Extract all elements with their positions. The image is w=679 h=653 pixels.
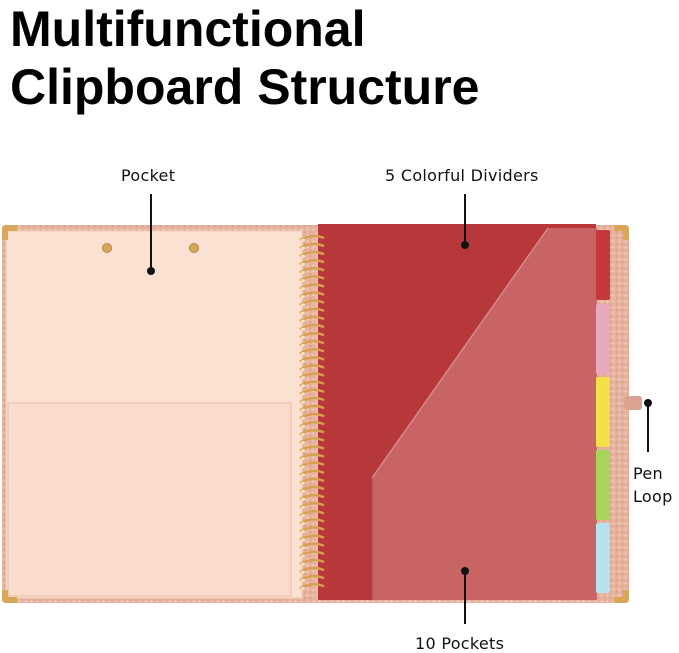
spiral-hole [301,352,305,355]
callout-pockets: 10 Pockets [415,634,505,653]
tab-yellow [596,377,610,447]
spiral-hole [301,497,305,501]
pocket-panel [7,402,292,597]
spiral-hole [301,562,305,566]
spiral-hole [301,408,305,412]
spiral-hole [301,441,305,444]
corner-bottom-right [614,590,629,603]
spiral-hole [301,238,305,242]
pen-loop [624,396,642,410]
spiral-hole [301,538,305,542]
spiral-hole [301,246,305,250]
corner-bottom-left [2,590,17,603]
spiral-hole [301,287,305,290]
title-line-1: Multifunctional [10,1,366,57]
spiral-hole [301,368,305,371]
spiral-hole [301,514,305,517]
spiral-hole [301,384,305,388]
spiral-hole [301,335,305,339]
spiral-hole [301,505,305,509]
page-title: Multifunctional Clipboard Structure [10,0,479,116]
callout-dividers: 5 Colorful Dividers [385,166,539,185]
spiral-hole [301,457,305,461]
spiral-hole [301,578,305,582]
spiral-hole [301,376,305,380]
callout-pen-loop-line2: Loop [633,487,673,506]
spiral-hole [301,303,305,307]
title-line-2: Clipboard Structure [10,59,480,115]
spiral-hole [301,319,305,323]
spiral-binding [299,234,325,590]
dividers-pointer-line [464,194,466,244]
tab-blue [596,523,610,593]
pockets-pointer-line [464,572,466,624]
spiral-hole [301,433,305,436]
spiral-hole [301,262,305,266]
spiral-hole [301,343,305,347]
spiral-hole [301,327,305,331]
spiral-hole [301,279,305,282]
spiral-hole [301,473,305,477]
tab-pink [596,304,610,374]
spiral-hole [301,465,305,469]
spiral-hole [301,295,305,299]
pockets-pointer-dot [461,567,469,575]
dividers-pointer-dot [461,241,469,249]
corner-top-right [614,225,629,240]
spiral-hole [301,570,305,574]
spiral-hole [301,360,305,363]
spiral-hole [301,424,305,428]
clear-pocket [372,228,597,600]
pocket-pointer-dot [147,267,155,275]
corner-top-left [2,225,17,240]
callout-pen-loop-line1: Pen [633,464,663,483]
pen-loop-pointer-dot [644,399,652,407]
spiral-hole [301,489,305,493]
spiral-hole [301,392,305,396]
pen-loop-pointer-line [647,404,649,452]
spiral-hole [301,271,305,274]
spiral-hole [301,400,305,404]
spiral-hole [301,586,305,590]
pocket-pointer-line [150,194,152,270]
spiral-hole [301,311,305,315]
spiral-hole [301,546,305,550]
snap-button-right [189,243,199,253]
spiral-hole [301,449,305,452]
spiral-hole [301,554,305,558]
spiral-hole [301,481,305,485]
spiral-hole [301,522,305,525]
spiral-hole [301,254,305,258]
snap-button-left [102,243,112,253]
tab-red [596,230,610,300]
callout-pocket: Pocket [121,166,176,185]
spiral-hole [301,530,305,533]
tab-green [596,450,610,520]
spiral-hole [301,416,305,420]
